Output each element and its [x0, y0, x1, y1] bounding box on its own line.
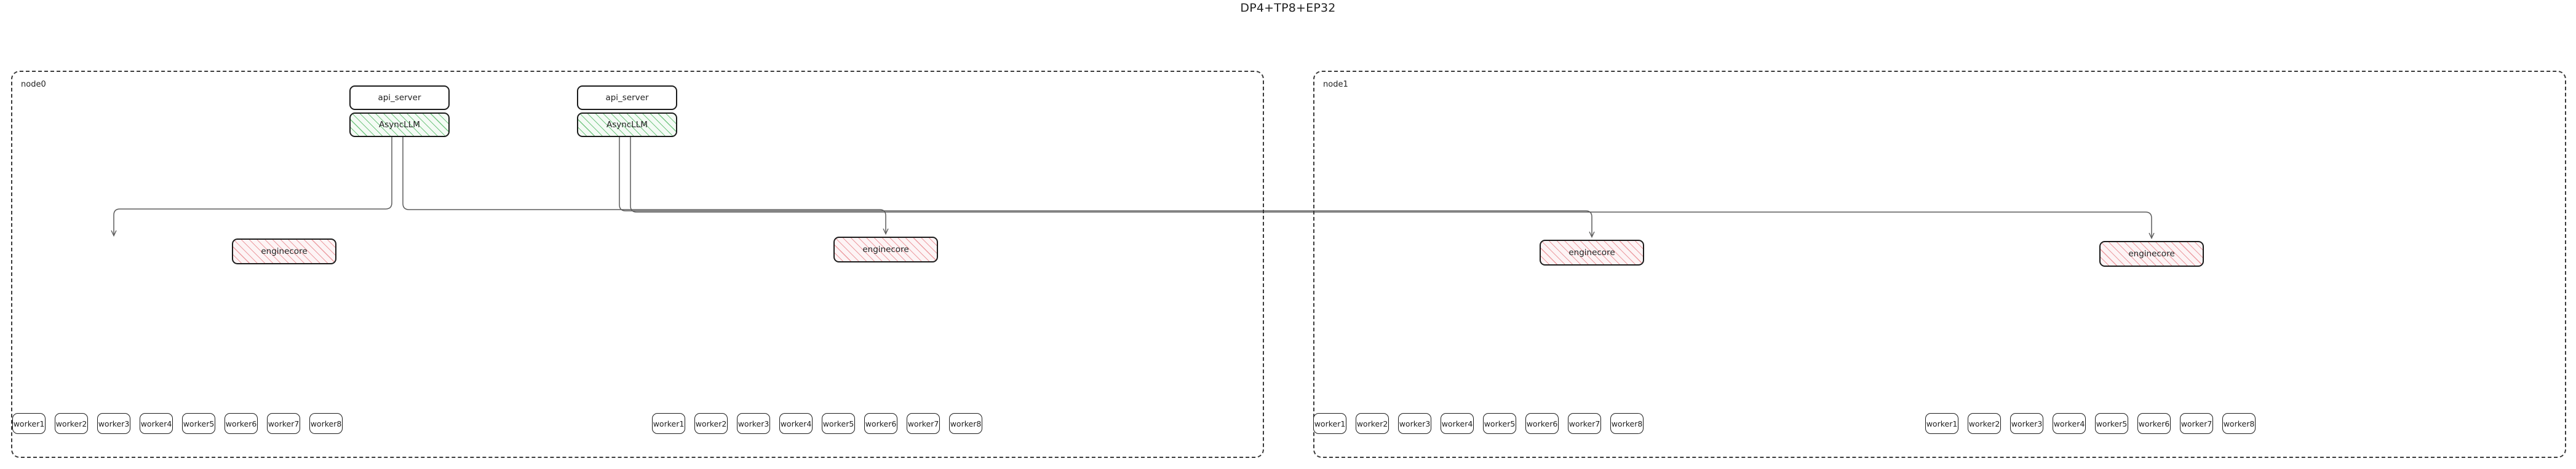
worker-box-node1-g0-4[interactable]: worker4: [1441, 413, 1474, 434]
worker-box-node0-g0-5[interactable]: worker5: [182, 413, 215, 434]
enginecore-box-node0-0[interactable]: enginecore: [232, 238, 336, 264]
worker-box-node1-g0-6[interactable]: worker6: [1525, 413, 1559, 434]
worker-box-node1-g1-7[interactable]: worker7: [2180, 413, 2213, 434]
node-container-node0: [11, 71, 1264, 458]
page-title: DP4+TP8+EP32: [1240, 1, 1336, 15]
worker-box-node0-g1-3[interactable]: worker3: [737, 413, 770, 434]
enginecore-box-node1-0[interactable]: enginecore: [1540, 240, 1644, 266]
worker-box-node0-g0-2[interactable]: worker2: [55, 413, 88, 434]
worker-box-node1-g1-2[interactable]: worker2: [1968, 413, 2001, 434]
worker-box-node0-g1-8[interactable]: worker8: [949, 413, 982, 434]
worker-box-node1-g0-7[interactable]: worker7: [1568, 413, 1601, 434]
worker-box-node0-g1-5[interactable]: worker5: [822, 413, 855, 434]
worker-box-node0-g1-7[interactable]: worker7: [907, 413, 940, 434]
worker-box-node0-g0-1[interactable]: worker1: [12, 413, 46, 434]
worker-box-node0-g0-8[interactable]: worker8: [309, 413, 343, 434]
worker-box-node1-g1-4[interactable]: worker4: [2053, 413, 2086, 434]
worker-box-node0-g1-2[interactable]: worker2: [694, 413, 728, 434]
enginecore-box-node1-1[interactable]: enginecore: [2099, 241, 2204, 267]
worker-box-node0-g1-4[interactable]: worker4: [779, 413, 813, 434]
worker-box-node1-g0-1[interactable]: worker1: [1313, 413, 1346, 434]
node-container-node1: [1313, 71, 2566, 458]
api-server-box-node0-1[interactable]: api_server: [577, 85, 677, 110]
worker-box-node1-g1-1[interactable]: worker1: [1925, 413, 1958, 434]
node-label-node0: node0: [21, 80, 46, 89]
worker-box-node1-g0-2[interactable]: worker2: [1356, 413, 1389, 434]
worker-box-node1-g0-3[interactable]: worker3: [1398, 413, 1431, 434]
worker-box-node0-g1-6[interactable]: worker6: [864, 413, 897, 434]
worker-box-node1-g1-5[interactable]: worker5: [2095, 413, 2128, 434]
enginecore-box-node0-1[interactable]: enginecore: [833, 237, 938, 262]
worker-box-node0-g1-1[interactable]: worker1: [652, 413, 685, 434]
worker-box-node0-g0-3[interactable]: worker3: [97, 413, 130, 434]
worker-box-node1-g1-3[interactable]: worker3: [2010, 413, 2043, 434]
worker-box-node1-g0-8[interactable]: worker8: [1610, 413, 1644, 434]
worker-box-node0-g0-7[interactable]: worker7: [267, 413, 300, 434]
asyncllm-box-node0-0[interactable]: AsyncLLM: [349, 112, 450, 137]
worker-box-node1-g1-8[interactable]: worker8: [2222, 413, 2256, 434]
worker-box-node0-g0-4[interactable]: worker4: [140, 413, 173, 434]
worker-box-node1-g1-6[interactable]: worker6: [2137, 413, 2171, 434]
api-server-box-node0-0[interactable]: api_server: [349, 85, 450, 110]
asyncllm-box-node0-1[interactable]: AsyncLLM: [577, 112, 677, 137]
worker-box-node0-g0-6[interactable]: worker6: [225, 413, 258, 434]
worker-box-node1-g0-5[interactable]: worker5: [1483, 413, 1516, 434]
node-label-node1: node1: [1323, 80, 1348, 89]
